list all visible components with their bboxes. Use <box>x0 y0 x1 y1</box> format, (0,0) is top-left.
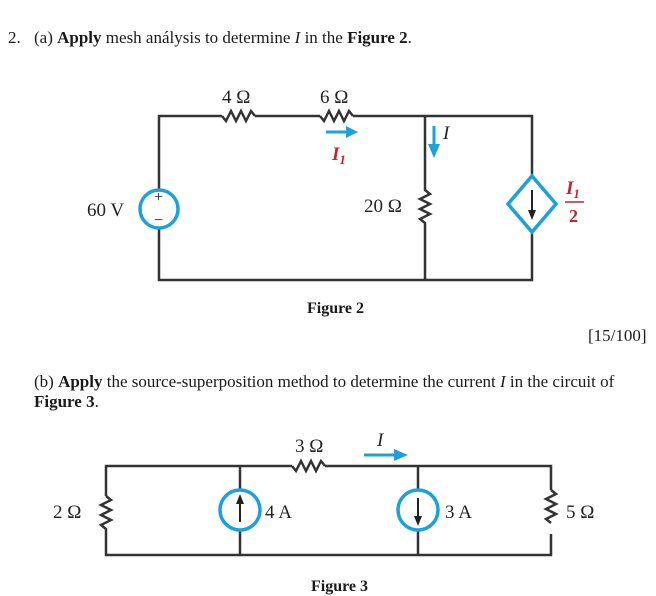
r-top-label: 3 Ω <box>295 436 323 457</box>
r-left-label: 2 Ω <box>53 502 81 523</box>
part-a-text1: mesh análysis to determine <box>105 28 291 47</box>
resistor-4ohm <box>221 108 256 124</box>
i-label: I <box>442 123 451 144</box>
resistor-3ohm <box>291 458 326 474</box>
figure-2-caption: Figure 2 <box>307 300 365 317</box>
minus-sign: − <box>154 212 163 229</box>
part-b-end: . <box>94 392 99 411</box>
part-b-var: I <box>500 372 506 391</box>
r1-label: 4 Ω <box>222 87 250 108</box>
marks: [15/100] <box>588 326 647 345</box>
part-a-verb: Apply <box>57 28 102 47</box>
part-a-ref: Figure 2 <box>347 28 408 47</box>
part-b-ref: Figure 3 <box>34 392 95 411</box>
part-a-text: (a) Apply mesh análysis to determine I i… <box>34 28 412 48</box>
part-b-text2: in the circuit of <box>509 372 615 391</box>
dep-source-numerator: I1 <box>565 178 580 201</box>
resistor-2ohm <box>98 495 553 557</box>
part-b-line2: Figure 3. <box>34 392 99 412</box>
current-arrow-i-icon <box>364 449 408 461</box>
current-arrow-i1-icon <box>326 126 358 138</box>
source-3a-label: 3 A <box>445 502 472 523</box>
r3-label: 20 Ω <box>364 196 402 217</box>
r2-label: 6 Ω <box>320 87 348 108</box>
resistor-6ohm <box>319 108 354 124</box>
resistor-5ohm <box>543 489 559 524</box>
part-b-label: (b) <box>34 372 54 391</box>
part-a-end: . <box>407 28 412 47</box>
i-label-fig3: I <box>376 430 385 451</box>
part-b-text: (b) Apply the source-superposition metho… <box>34 372 614 392</box>
i1-label: I1 <box>331 144 346 167</box>
current-arrow-i-icon <box>428 126 440 158</box>
figure-3-caption: Figure 3 <box>311 578 369 595</box>
source-voltage-label: 60 V <box>87 200 124 221</box>
question-number: 2. <box>8 28 21 47</box>
r-right-label: 5 Ω <box>566 502 594 523</box>
part-b-text1: the source-superposition method to deter… <box>106 372 496 391</box>
part-b-verb: Apply <box>58 372 103 391</box>
voltage-source-icon <box>138 188 180 230</box>
part-a-label: (a) <box>34 28 53 47</box>
source-4a-label: 4 A <box>265 502 292 523</box>
wire <box>157 114 222 190</box>
part-a-var: I <box>294 28 301 47</box>
dep-source-denominator: 2 <box>569 206 578 226</box>
plus-sign: + <box>154 189 163 206</box>
part-a-text2: in the <box>304 28 343 47</box>
resistor-20ohm <box>417 116 433 280</box>
